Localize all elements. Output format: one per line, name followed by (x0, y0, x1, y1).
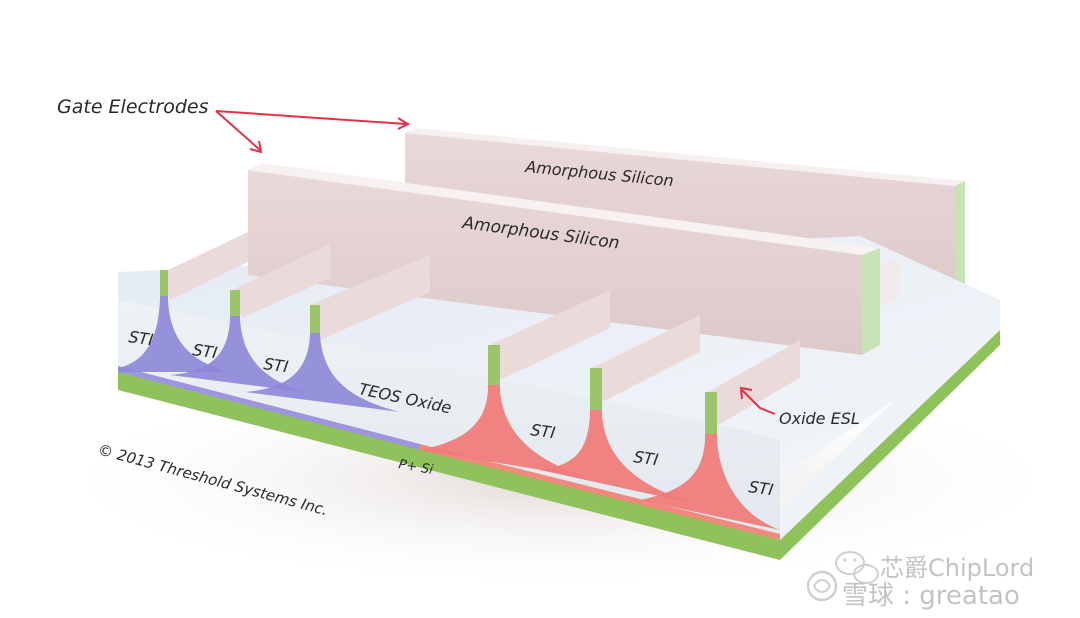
oxide-esl-arrow (739, 386, 776, 415)
label-sti-2: STI (191, 340, 218, 362)
watermark-line2: 雪球 : greatao (842, 581, 1020, 611)
label-gate-electrodes: Gate Electrodes (57, 96, 209, 118)
watermark-line1: 芯爵ChipLord (880, 554, 1034, 582)
label-p-plus-si: P+ Si (397, 457, 434, 478)
label-sti-3: STI (262, 354, 289, 376)
gate-electrodes-arrows (215, 110, 411, 154)
label-sti-4: STI (529, 420, 556, 442)
pmos-fins (420, 345, 780, 530)
label-sti-1: STI (127, 327, 154, 349)
substrate-layer (118, 366, 780, 560)
gate-fingers (162, 232, 800, 425)
label-oxide-esl: Oxide ESL (779, 409, 860, 428)
label-sti-5: STI (632, 447, 659, 469)
watermark: 芯爵ChipLord 雪球 : greatao (806, 551, 1034, 611)
block-right-side (780, 300, 1000, 560)
wechat-icon (835, 551, 879, 584)
label-sti-6: STI (747, 477, 774, 499)
snowball-icon (806, 570, 838, 602)
nmos-fins (118, 270, 400, 412)
gate-electrode-front (248, 163, 900, 355)
